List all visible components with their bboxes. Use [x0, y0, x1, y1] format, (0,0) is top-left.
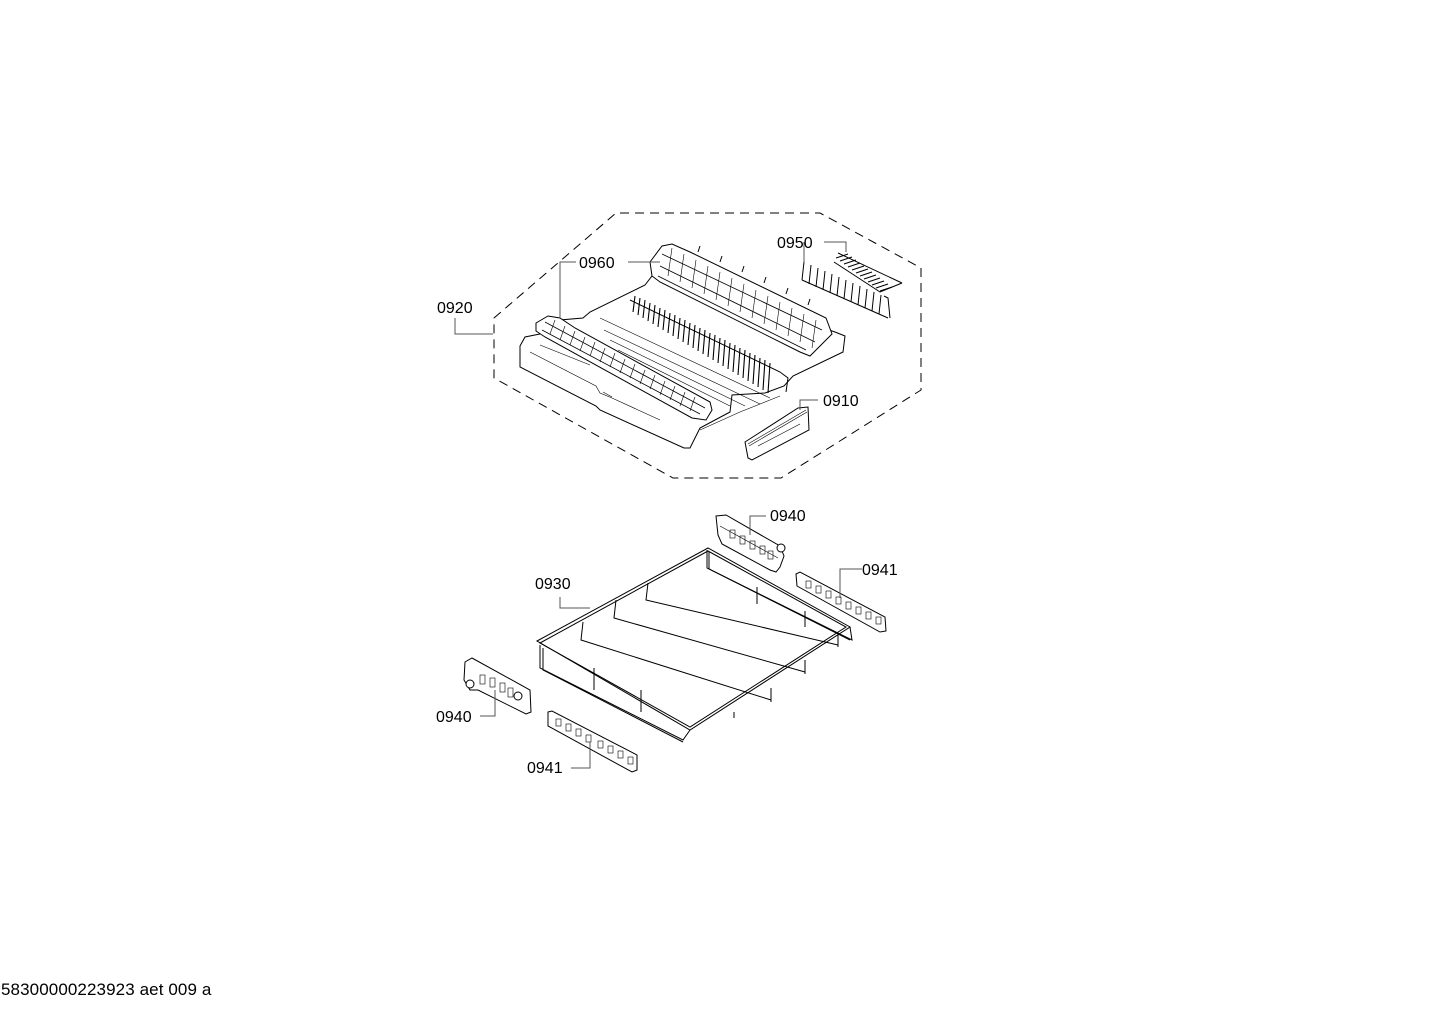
callout-0930[interactable]: 0930 [535, 576, 571, 593]
part-0960-front-shelf[interactable] [535, 315, 713, 421]
part-0950-tine-row-lower[interactable] [801, 261, 891, 319]
callout-0950[interactable]: 0950 [777, 235, 813, 252]
leader-lines [454, 241, 862, 769]
group-outline-dashed [493, 212, 922, 479]
document-id-footer: 58300000223923 aet 009 a [1, 980, 212, 999]
part-0940-rail-guide-right[interactable] [715, 514, 786, 573]
callout-0960[interactable]: 0960 [579, 255, 615, 272]
part-0910-front-strip[interactable] [744, 406, 810, 461]
callout-0940-right[interactable]: 0940 [770, 508, 806, 525]
part-0950-tine-row-upper[interactable] [833, 252, 903, 293]
part-0960-rear-shelf[interactable] [649, 243, 833, 357]
middle-tine-field [599, 295, 789, 407]
callout-0941-left[interactable]: 0941 [527, 760, 563, 777]
part-0930-wire-frame[interactable] [535, 547, 853, 743]
part-0940-rail-guide-left[interactable] [463, 657, 532, 715]
callout-0910[interactable]: 0910 [823, 393, 859, 410]
callout-0940-left[interactable]: 0940 [436, 709, 472, 726]
part-0941-rail-strip-left[interactable] [547, 710, 638, 773]
part-0941-rail-strip-right[interactable] [795, 571, 887, 633]
callout-0941-right[interactable]: 0941 [862, 562, 898, 579]
callout-0920[interactable]: 0920 [437, 300, 473, 317]
